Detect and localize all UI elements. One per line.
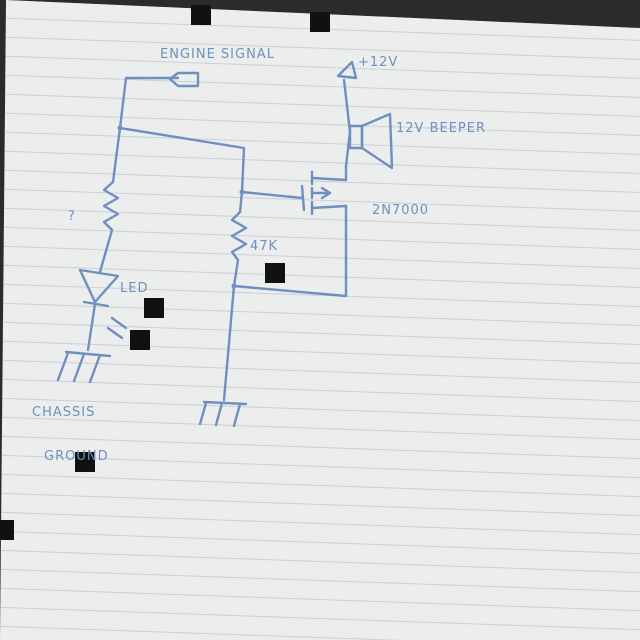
left-branch-wire <box>86 302 97 352</box>
supply-label: +12V <box>358 55 398 70</box>
beeper-label: 12V BEEPER <box>396 121 486 136</box>
bus-wire <box>118 126 246 194</box>
supply-arrow-symbol <box>336 60 358 80</box>
engine-signal-label: ENGINE SIGNAL <box>160 47 275 62</box>
mosfet-2n7000-symbol <box>300 164 348 216</box>
source-return-wire <box>232 204 348 298</box>
unknown-resistor-symbol <box>102 180 120 232</box>
beeper-symbol <box>348 112 394 170</box>
ground-label: GROUND <box>44 449 109 464</box>
occlusion-marks <box>0 5 330 540</box>
left-branch-wire <box>111 126 122 184</box>
pulldown-ground-wire <box>222 284 236 402</box>
ground-symbol <box>198 400 248 428</box>
gate-wire <box>240 190 304 200</box>
left-branch-wire <box>98 228 114 274</box>
mosfet-label: 2N7000 <box>372 203 429 218</box>
chassis-ground-symbol <box>56 350 112 384</box>
unknown-resistor-label: ? <box>68 209 76 224</box>
resistor-47k-label: 47K <box>250 239 278 254</box>
chassis-label: CHASSIS <box>32 405 95 420</box>
engine-signal-connector <box>118 71 200 130</box>
resistor-47k-symbol <box>230 210 248 262</box>
pulldown-wire <box>232 258 240 288</box>
pulldown-wire <box>238 190 244 214</box>
led-label: LED <box>120 281 148 296</box>
